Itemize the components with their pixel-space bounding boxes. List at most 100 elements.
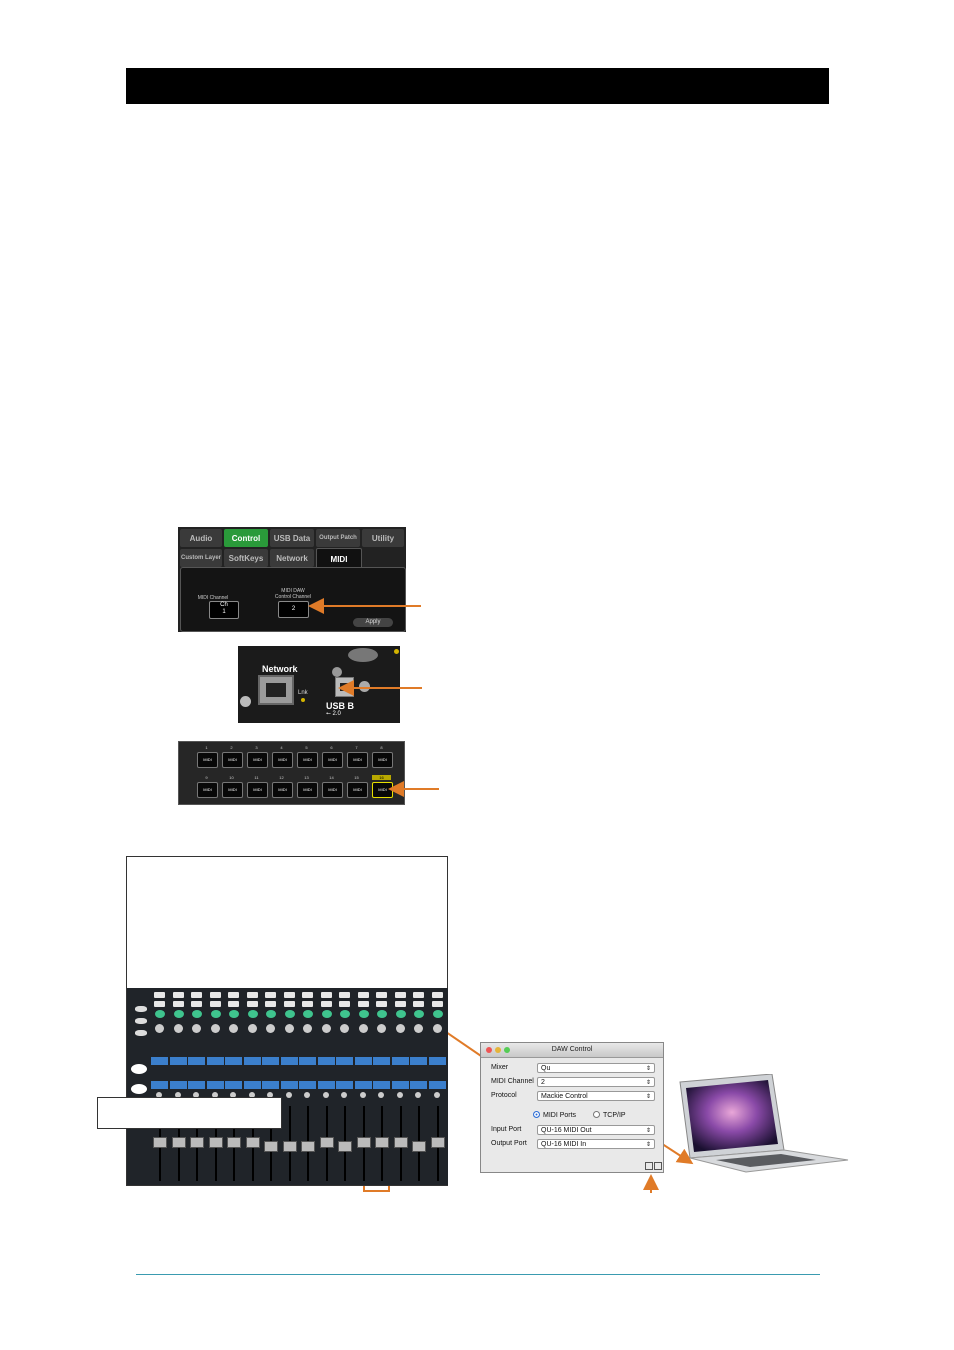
midi-channel-field[interactable]: Ch 1 (209, 601, 239, 619)
pan-knob[interactable] (247, 1024, 257, 1033)
input-port-select[interactable]: QU-16 MIDI Out (537, 1125, 655, 1136)
fader-cap[interactable] (338, 1141, 352, 1152)
radio-midi-ports[interactable]: MIDI Ports (533, 1111, 576, 1119)
mute-button[interactable] (283, 992, 295, 998)
small-knob[interactable] (415, 1092, 421, 1098)
small-knob[interactable] (193, 1092, 199, 1098)
gain-knob[interactable] (358, 1010, 369, 1018)
minimize-icon[interactable] (495, 1047, 501, 1053)
small-knob[interactable] (285, 1092, 292, 1098)
pan-knob[interactable] (266, 1024, 275, 1033)
small-knob[interactable] (248, 1092, 255, 1098)
select-button[interactable] (413, 1001, 424, 1007)
gain-knob[interactable] (266, 1010, 276, 1018)
mute-button[interactable] (339, 992, 350, 998)
select-button[interactable] (172, 1001, 184, 1007)
small-knob[interactable] (341, 1092, 347, 1098)
pan-knob[interactable] (377, 1024, 386, 1033)
zoom-icon[interactable] (504, 1047, 510, 1053)
mute-button[interactable] (302, 992, 313, 998)
tab-custom-layer[interactable]: Custom Layer (180, 549, 222, 567)
output-port-select[interactable]: QU-16 MIDI In (537, 1139, 655, 1150)
mute-button[interactable] (431, 992, 443, 998)
select-button[interactable] (302, 1001, 313, 1007)
pan-knob[interactable] (395, 1024, 405, 1033)
gain-knob[interactable] (210, 1010, 221, 1018)
fader-cap[interactable] (301, 1141, 315, 1152)
small-knob[interactable] (174, 1092, 181, 1098)
mixer-select[interactable]: Qu (537, 1063, 655, 1074)
select-button[interactable] (394, 1001, 406, 1007)
mute-button[interactable] (376, 992, 387, 998)
small-knob[interactable] (322, 1092, 329, 1098)
fader-cap[interactable] (245, 1137, 260, 1148)
select-button[interactable] (283, 1001, 295, 1007)
midi-slot-button[interactable]: MIDI (322, 782, 343, 798)
select-button[interactable] (431, 1001, 443, 1007)
gain-knob[interactable] (284, 1010, 295, 1018)
midi-channel-select[interactable]: 2 (537, 1077, 655, 1088)
tab-audio[interactable]: Audio (180, 529, 222, 547)
fader-cap[interactable] (375, 1137, 389, 1148)
pan-knob[interactable] (303, 1024, 312, 1033)
fader-cap[interactable] (264, 1141, 278, 1152)
fader-cap[interactable] (319, 1137, 334, 1148)
select-button[interactable] (154, 1001, 165, 1007)
select-button[interactable] (265, 1001, 276, 1007)
apply-button[interactable]: Apply (353, 618, 393, 627)
tab-softkeys[interactable]: SoftKeys (224, 549, 268, 567)
tab-control[interactable]: Control (224, 529, 268, 547)
midi-slot-button[interactable]: MIDI (347, 752, 368, 768)
gain-knob[interactable] (321, 1010, 332, 1018)
fader-cap[interactable] (282, 1141, 297, 1152)
tab-network[interactable]: Network (270, 549, 314, 567)
midi-slot-button[interactable]: MIDI (372, 752, 393, 768)
fader-cap[interactable] (190, 1137, 204, 1148)
small-knob[interactable] (230, 1092, 236, 1098)
fader-cap[interactable] (412, 1141, 426, 1152)
fader-cap[interactable] (153, 1137, 167, 1148)
small-knob[interactable] (304, 1092, 310, 1098)
pan-knob[interactable] (284, 1024, 294, 1033)
window-button-icon[interactable] (645, 1162, 653, 1170)
select-button[interactable] (209, 1001, 221, 1007)
select-button[interactable] (320, 1001, 332, 1007)
gain-knob[interactable] (155, 1010, 165, 1018)
mute-button[interactable] (191, 992, 202, 998)
pan-knob[interactable] (358, 1024, 368, 1033)
fader-cap[interactable] (171, 1137, 186, 1148)
small-knob[interactable] (359, 1092, 366, 1098)
pan-knob[interactable] (155, 1024, 164, 1033)
small-knob[interactable] (267, 1092, 273, 1098)
pan-knob[interactable] (340, 1024, 349, 1033)
midi-slot-button[interactable]: MIDI (222, 782, 243, 798)
midi-slot-button[interactable]: MIDI (247, 752, 268, 768)
gain-knob[interactable] (303, 1010, 313, 1018)
gain-knob[interactable] (247, 1010, 258, 1018)
pan-knob[interactable] (229, 1024, 238, 1033)
midi-slot-button[interactable]: MIDI (247, 782, 268, 798)
mute-button[interactable] (228, 992, 239, 998)
mute-button[interactable] (413, 992, 424, 998)
small-knob[interactable] (156, 1092, 162, 1098)
tab-utility[interactable]: Utility (362, 529, 404, 547)
gain-knob[interactable] (173, 1010, 184, 1018)
midi-slot-button[interactable]: MIDI (222, 752, 243, 768)
select-button[interactable] (376, 1001, 387, 1007)
tab-output-patch[interactable]: Output Patch (316, 529, 360, 547)
small-knob[interactable] (378, 1092, 384, 1098)
midi-slot-button[interactable]: MIDI (297, 782, 318, 798)
fader-cap[interactable] (227, 1137, 241, 1148)
mute-button[interactable] (209, 992, 221, 998)
midi-slot-button[interactable]: MIDI (272, 752, 293, 768)
small-knob[interactable] (433, 1092, 440, 1098)
fader-cap[interactable] (430, 1137, 445, 1148)
mute-button[interactable] (265, 992, 276, 998)
window-button-icon[interactable] (654, 1162, 662, 1170)
small-knob[interactable] (211, 1092, 218, 1098)
select-button[interactable] (339, 1001, 350, 1007)
gain-knob[interactable] (432, 1010, 443, 1018)
pan-knob[interactable] (432, 1024, 442, 1033)
protocol-select[interactable]: Mackie Control (537, 1091, 655, 1102)
fader-cap[interactable] (208, 1137, 223, 1148)
